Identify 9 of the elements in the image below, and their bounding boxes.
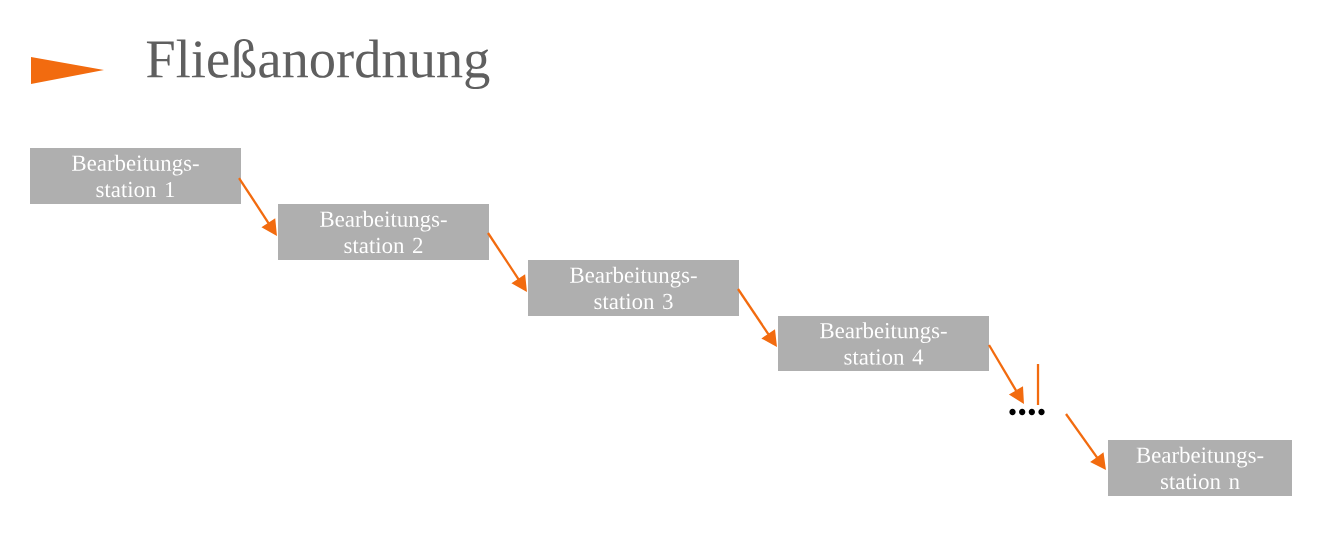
arrow [737,288,777,347]
process-box: Bearbeitungs- station 1 [30,148,241,204]
process-box: Bearbeitungs- station 3 [528,260,739,316]
process-box: Bearbeitungs- station 4 [778,316,989,371]
process-box: Bearbeitungs- station 2 [278,204,489,260]
title: Fließanordnung [146,38,490,90]
ellipsis: .... [1009,408,1045,416]
arrow [1065,413,1106,470]
process-box: Bearbeitungs- station n [1108,440,1292,496]
